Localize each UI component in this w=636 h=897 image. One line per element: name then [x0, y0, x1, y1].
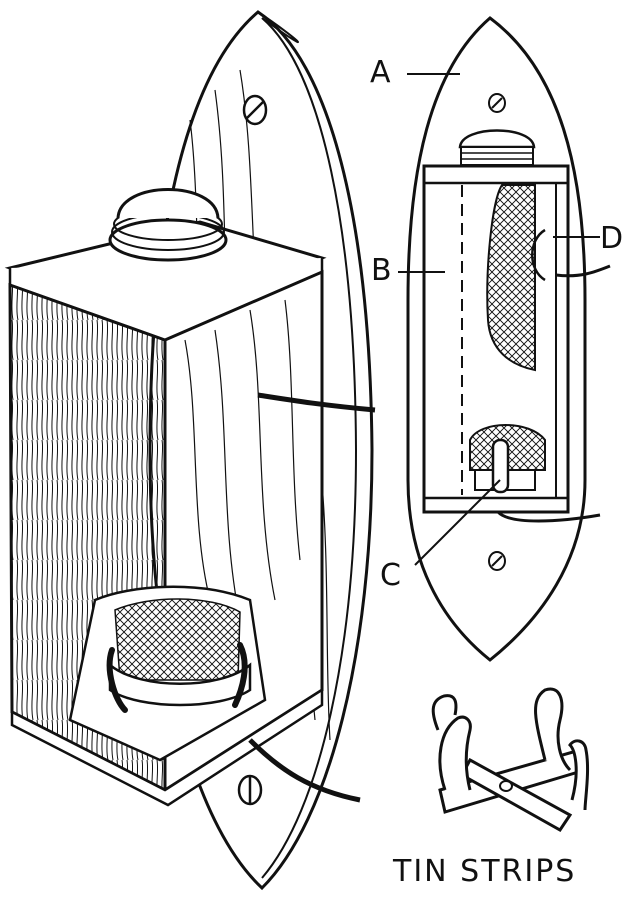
label-a: A — [370, 55, 391, 90]
wooden-box-perspective — [4, 188, 376, 807]
tin-strips-detail — [431, 687, 590, 832]
label-d: D — [600, 221, 624, 256]
lamp-bulb-icon — [108, 188, 228, 262]
label-b: B — [371, 253, 392, 288]
caption-tin-strips: TIN STRIPS — [393, 854, 577, 889]
screw-icon — [237, 774, 263, 806]
screw-icon — [242, 94, 268, 126]
screw-icon — [488, 93, 506, 113]
elevation-view — [398, 16, 611, 662]
screw-icon — [488, 551, 506, 571]
cord — [257, 392, 376, 413]
label-c: C — [380, 558, 401, 593]
cord — [248, 738, 361, 803]
